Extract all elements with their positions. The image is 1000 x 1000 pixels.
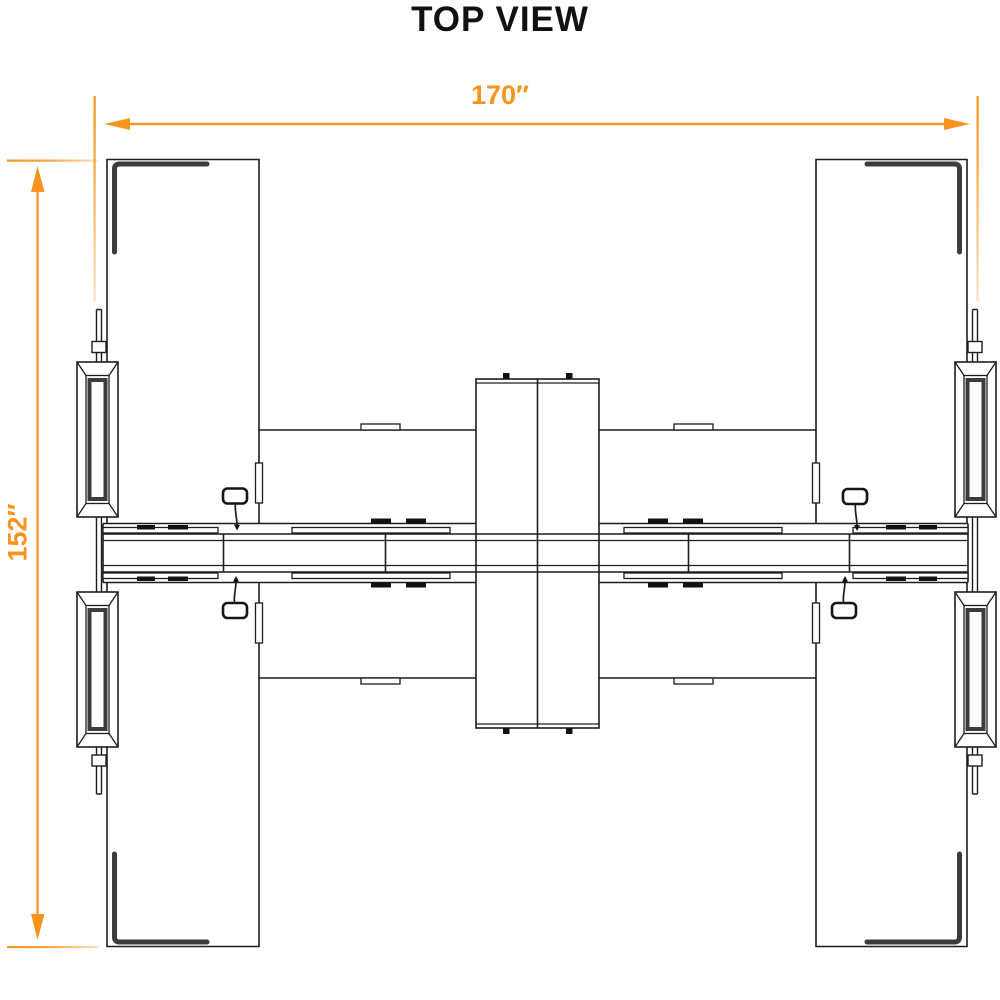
runway-top-left [106,158,260,524]
arrowhead-up-icon [31,166,45,192]
extension-line-right [976,96,979,302]
runway-bottom-right [815,582,968,948]
runway-edge-tabs [254,462,821,644]
arrowhead-right-icon [944,118,970,130]
cross-member-tabs [360,423,714,685]
extension-line-left [93,96,96,302]
extension-line-bottom [7,946,98,949]
runway-bottom-left [106,582,260,948]
center-column-tabs [503,373,573,734]
arrowhead-left-icon [104,118,130,130]
page-title: TOP VIEW [411,0,589,39]
post-top-right [953,360,998,519]
corner-trim-top-left [112,161,210,255]
height-dimension-line [7,159,98,949]
post-bottom-left [75,590,120,749]
center-columns [475,378,600,729]
beam-stop-blocks [137,518,937,588]
corner-trim-bottom-right [864,851,962,945]
handle-top-right [841,487,869,533]
post-top-left [75,360,120,519]
post-bottom-right [953,590,998,749]
crossbeam [102,522,969,584]
width-dimension-line [93,96,979,302]
arrowhead-down-icon [31,914,45,940]
width-dimension-label: 170″ [471,80,529,110]
runways [106,158,968,948]
runway-corner-trims [112,161,962,945]
beam-slide-bars [102,526,969,580]
corner-trim-bottom-left [112,851,210,945]
beam-section-dividers [222,534,851,572]
corner-trim-top-right [864,161,962,255]
runway-top-right [815,158,968,524]
extension-line-top [7,159,98,162]
